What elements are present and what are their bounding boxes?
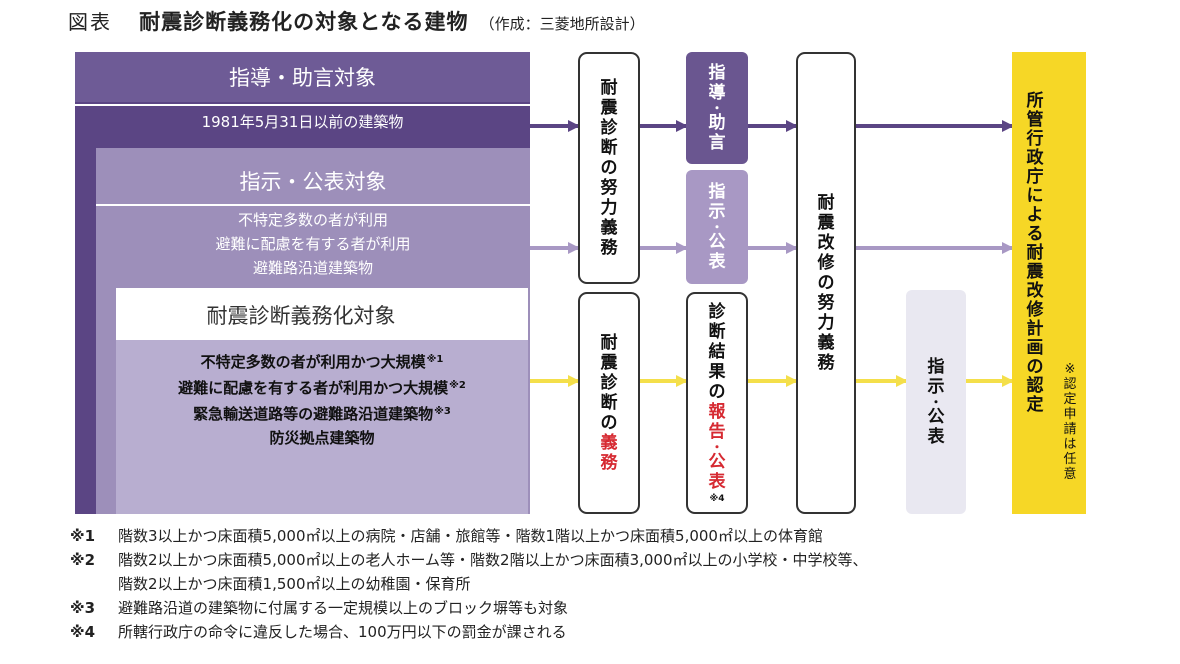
- footnote-ref: ※3: [434, 406, 451, 417]
- guidance-target-title: 指導・助言対象: [75, 52, 530, 102]
- mandatory-diagnosis-band: [116, 340, 528, 514]
- instruction-target-item: 避難に配慮を有する者が利用: [215, 235, 411, 253]
- guidance-target-scope: 1981年5月31日以前の建築物: [201, 112, 404, 131]
- footnote-mark: ※3: [70, 599, 96, 617]
- instruction-target-list: 不特定多数の者が利用 避難に配慮を有する者が利用 避難路沿道建築物: [96, 208, 530, 280]
- report-publication-box: 診断結 果の 報告 ・ 公表 ※4: [686, 292, 748, 514]
- instruction-publication-box-2: 指示 ・ 公表: [906, 290, 966, 514]
- effort-retrofit-box: 耐震改 修の努 力義務: [796, 52, 856, 514]
- footnote-mark: ※4: [70, 623, 96, 641]
- footnote-ref: ※2: [449, 380, 466, 391]
- figure-title-row: 図表 耐震診断義務化の対象となる建物 （作成：三菱地所設計）: [68, 6, 645, 36]
- divider: [96, 204, 530, 206]
- mandatory-diagnosis-title: 耐震診断義務化対象: [206, 304, 396, 328]
- figure-credit: （作成：三菱地所設計）: [479, 15, 645, 33]
- authority-approval-text: 所管行 政庁に よる耐 震改修 計画の 認定: [1026, 91, 1044, 415]
- mandatory-item: 防災拠点建築物: [269, 429, 375, 447]
- figure-label: 図表: [68, 10, 112, 34]
- divider: [75, 104, 530, 106]
- footnote-mark: ※1: [70, 527, 96, 545]
- mandatory-diagnosis-list: 不特定多数の者が利用かつ大規模※1 避難に配慮を有する者が利用かつ大規模※2 緊…: [120, 348, 524, 450]
- instruction-target-title: 指示・公表対象: [239, 170, 387, 194]
- authority-approval-note: ※認定 申請は 任意: [1063, 362, 1077, 482]
- authority-approval-box: 所管行 政庁に よる耐 震改修 計画の 認定 ※認定 申請は 任意: [1012, 52, 1086, 514]
- instruction-target-item: 避難路沿道建築物: [252, 259, 373, 277]
- figure-title: 耐震診断義務化の対象となる建物: [139, 10, 469, 34]
- footnote-continuation: 階数2以上かつ床面積1,500㎡以上の幼稚園・保育所: [118, 575, 471, 593]
- mandatory-item: 緊急輸送道路等の避難路沿道建築物※3: [193, 405, 451, 423]
- mandatory-item: 避難に配慮を有する者が利用かつ大規模※2: [178, 379, 466, 397]
- instruction-publication-box: 指示 ・ 公表: [686, 170, 748, 284]
- footnote-mark: ※2: [70, 551, 96, 569]
- effort-diagnosis-box: 耐震診 断の努 力義務: [578, 52, 640, 284]
- footnote-ref: ※1: [426, 354, 444, 365]
- mandatory-diagnosis-box: 耐震診 断の 義務: [578, 292, 640, 514]
- instruction-target-item: 不特定多数の者が利用: [237, 211, 388, 229]
- guidance-advice-box: 指導 ・ 助言: [686, 52, 748, 164]
- mandatory-item: 不特定多数の者が利用かつ大規模※1: [200, 353, 444, 371]
- footnote-ref: ※4: [709, 494, 725, 504]
